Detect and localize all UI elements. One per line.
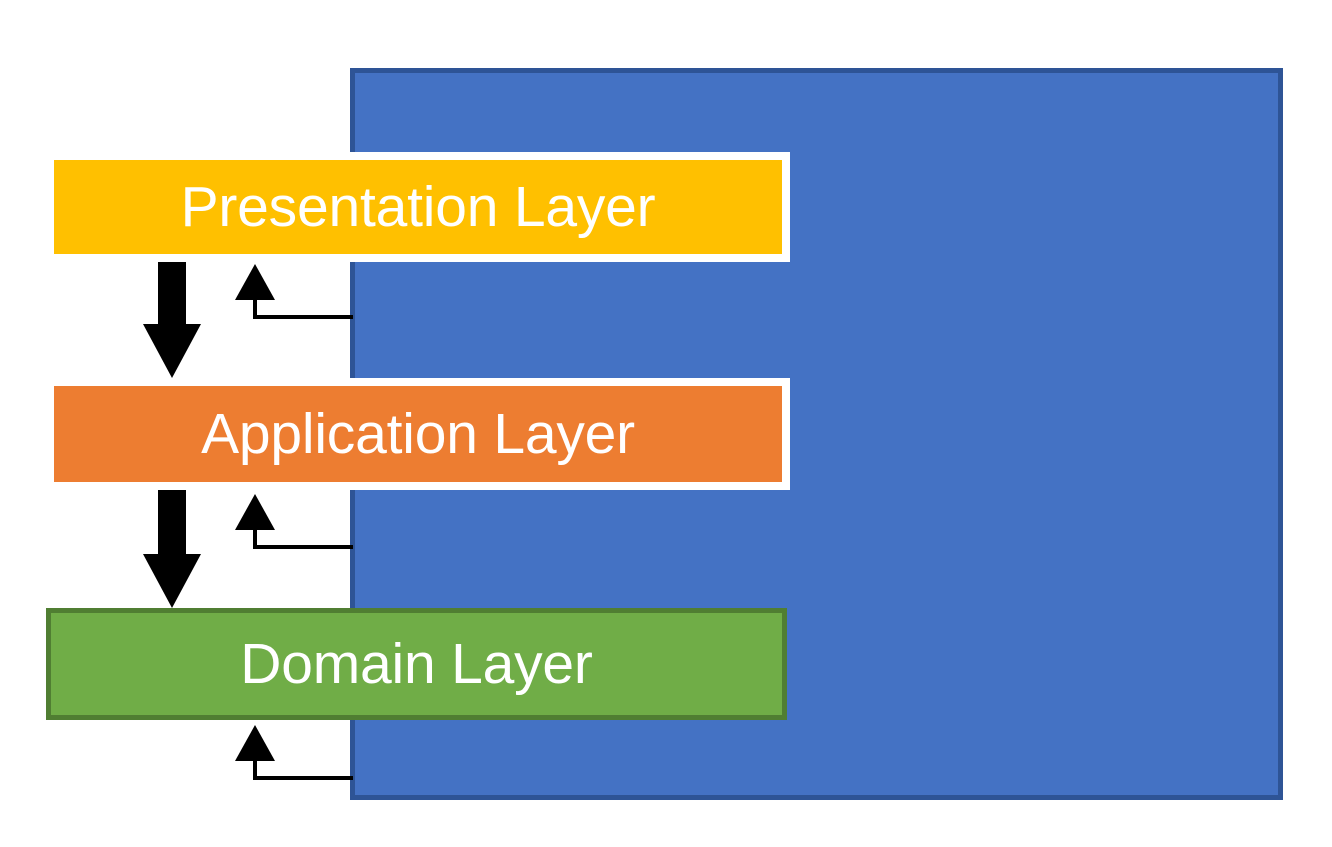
arrow-infrastructure-to-application-icon — [233, 490, 353, 552]
application-layer-box[interactable]: Application Layer — [46, 378, 790, 490]
arrow-infrastructure-to-domain-icon — [233, 720, 353, 782]
presentation-layer-box[interactable]: Presentation Layer — [46, 152, 790, 262]
arrow-head-down — [143, 554, 201, 608]
arrow-shaft — [158, 262, 186, 326]
domain-layer-box[interactable]: Domain Layer — [46, 608, 787, 720]
arrow-head-up — [235, 725, 275, 761]
arrow-horizontal-segment — [253, 545, 353, 549]
arrow-head-down — [143, 324, 201, 378]
arrow-shaft — [158, 490, 186, 556]
arrow-presentation-to-application-icon — [143, 262, 201, 378]
presentation-layer-label: Presentation Layer — [180, 174, 656, 239]
arrow-vertical-segment — [253, 526, 257, 548]
domain-layer-label: Domain Layer — [240, 631, 593, 696]
arrow-application-to-domain-icon — [143, 490, 201, 608]
arrow-vertical-segment — [253, 296, 257, 318]
arrow-vertical-segment — [253, 757, 257, 779]
application-layer-label: Application Layer — [201, 401, 635, 466]
infrastructure-layer-label: Infrastructure Layer — [1284, 427, 1332, 491]
arrow-head-up — [235, 264, 275, 300]
arrow-head-up — [235, 494, 275, 530]
arrow-infrastructure-to-presentation-icon — [233, 262, 353, 322]
arrow-horizontal-segment — [253, 776, 353, 780]
arrow-horizontal-segment — [253, 315, 353, 319]
